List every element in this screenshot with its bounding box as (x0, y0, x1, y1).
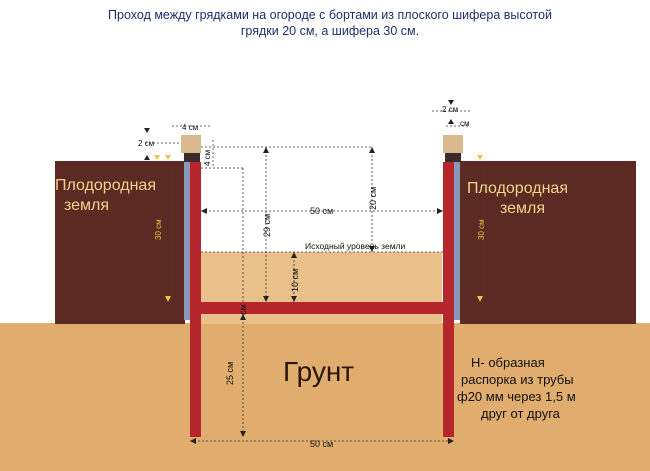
diagram-title: Проход между грядками на огороде с борта… (60, 7, 600, 39)
dim-cap-small-left: 4 см (203, 150, 212, 166)
dim-width-bottom: 50 см (310, 439, 333, 449)
title-line-2: грядки 20 см, а шифера 30 см. (240, 24, 420, 38)
fertile-soil-right (460, 161, 636, 324)
slate-right (454, 161, 460, 320)
ground-layer (0, 323, 650, 471)
dim-bed-height: 20 см (368, 187, 378, 210)
brace-line3: ф20 мм через 1,5 м (457, 389, 576, 404)
dim-width-mid: 50 см (310, 206, 333, 216)
brace-line1: Н- образная (471, 355, 545, 370)
fertile-right-line2: земля (500, 200, 545, 217)
pipe-right (443, 162, 454, 437)
dim-cap-left: 2 см (138, 139, 154, 148)
brace-line2: распорка из трубы (461, 372, 574, 387)
original-level-label: Исходный уровень земли (305, 241, 406, 251)
fertile-left-line1: Плодородная (55, 177, 156, 194)
fertile-soil-left (55, 161, 185, 324)
fertile-left-line2: земля (64, 197, 109, 214)
cap-right-base (445, 153, 461, 162)
dim-center-cm: см (238, 304, 248, 315)
cap-left-base (184, 153, 200, 162)
fertile-right-line1: Плодородная (467, 180, 568, 197)
pipe-left (190, 162, 201, 437)
cap-right (443, 135, 463, 153)
dim-level-10: 10 см (290, 269, 300, 292)
slate-left (184, 161, 190, 320)
dim-depth-25: 25 см (225, 362, 235, 385)
dimension-lines (167, 146, 481, 442)
dim-slate-left: 30 см (154, 219, 163, 240)
dim-top-width-left: 4 см (182, 123, 198, 132)
ground-label: Грунт (283, 356, 354, 387)
brace-line4: друг от друга (481, 406, 561, 421)
title-line-1: Проход между грядками на огороде с борта… (108, 8, 552, 22)
dim-pipe-29: 29 см (262, 214, 272, 237)
dim-top-right-2cm: 2 см (442, 105, 458, 114)
dim-top-right-cm: см (460, 119, 470, 128)
arrowheads (144, 100, 483, 444)
dim-slate-right: 30 см (477, 219, 486, 240)
cap-left (181, 135, 201, 153)
pipe-crossbar (190, 302, 454, 314)
